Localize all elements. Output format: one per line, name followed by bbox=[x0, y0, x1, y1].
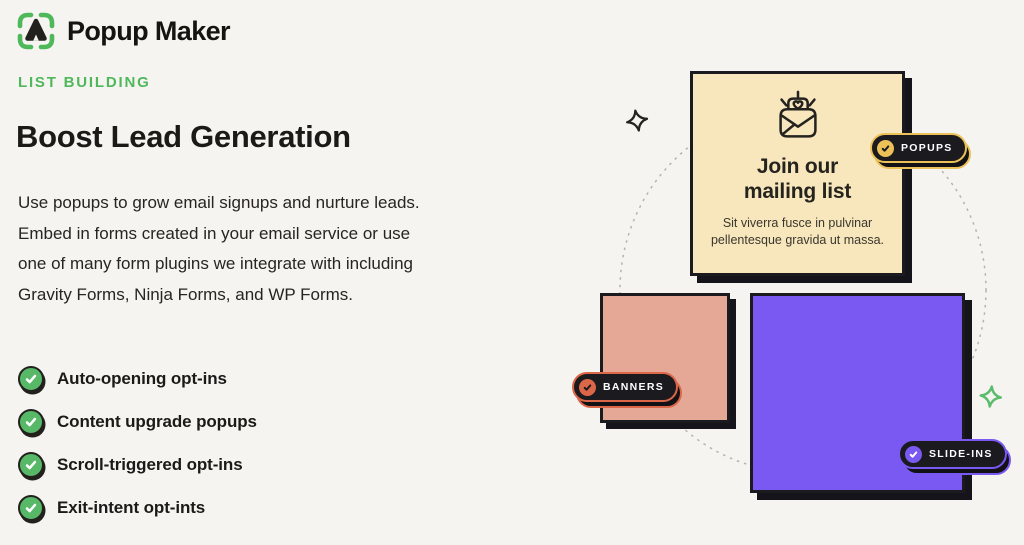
badge-slideins: SLIDE-INS bbox=[898, 439, 1011, 475]
popup-card-title: Join our mailing list bbox=[743, 155, 852, 203]
feature-label: Exit-intent opt-ints bbox=[57, 497, 206, 517]
badge-label: BANNERS bbox=[603, 381, 665, 393]
feature-label: Auto-opening opt-ins bbox=[57, 368, 227, 388]
badge-check-icon bbox=[905, 445, 922, 463]
badge-label: POPUPS bbox=[901, 142, 953, 154]
check-icon bbox=[25, 417, 37, 426]
badge-check-icon bbox=[579, 378, 596, 396]
badge-label: SLIDE-INS bbox=[929, 448, 993, 460]
hero-paragraph: Use popups to grow email signups and nur… bbox=[18, 193, 420, 304]
check-circle-icon bbox=[18, 451, 44, 478]
feature-item: Scroll-triggered opt-ins bbox=[18, 451, 257, 478]
brand-logo[interactable]: Popup Maker bbox=[14, 9, 231, 53]
popup-card-body: Sit viverra fusce in pulvinar pellentesq… bbox=[710, 216, 885, 247]
feature-list: Auto-opening opt-ins Content upgrade pop… bbox=[18, 365, 257, 521]
page-title: Boost Lead Generation bbox=[16, 119, 351, 154]
badge-popups: POPUPS bbox=[870, 133, 971, 169]
envelope-heart-icon bbox=[778, 90, 817, 138]
badge-banners: BANNERS bbox=[572, 372, 683, 408]
feature-item: Content upgrade popups bbox=[18, 408, 257, 435]
check-circle-icon bbox=[18, 494, 44, 521]
illustration: Join our mailing list Sit viverra fusce … bbox=[560, 60, 1024, 520]
badge-pill: BANNERS bbox=[572, 372, 679, 402]
popup-card: Join our mailing list Sit viverra fusce … bbox=[690, 71, 905, 276]
check-circle-icon bbox=[18, 365, 44, 392]
check-icon bbox=[25, 503, 37, 512]
badge-pill: POPUPS bbox=[870, 133, 967, 163]
check-icon bbox=[25, 374, 37, 383]
check-icon bbox=[25, 460, 37, 469]
popup-maker-logo-icon bbox=[17, 12, 55, 50]
sparkle-dark-icon bbox=[624, 107, 652, 139]
eyebrow-label: LIST BUILDING bbox=[18, 74, 151, 91]
sparkle-green-icon bbox=[978, 384, 1004, 414]
feature-label: Content upgrade popups bbox=[57, 411, 257, 431]
badge-pill: SLIDE-INS bbox=[898, 439, 1007, 469]
brand-wordmark: Popup Maker bbox=[67, 15, 231, 46]
feature-item: Auto-opening opt-ins bbox=[18, 365, 257, 392]
badge-check-icon bbox=[877, 139, 894, 157]
feature-label: Scroll-triggered opt-ins bbox=[57, 454, 243, 474]
check-circle-icon bbox=[18, 408, 44, 435]
feature-item: Exit-intent opt-ints bbox=[18, 494, 257, 521]
